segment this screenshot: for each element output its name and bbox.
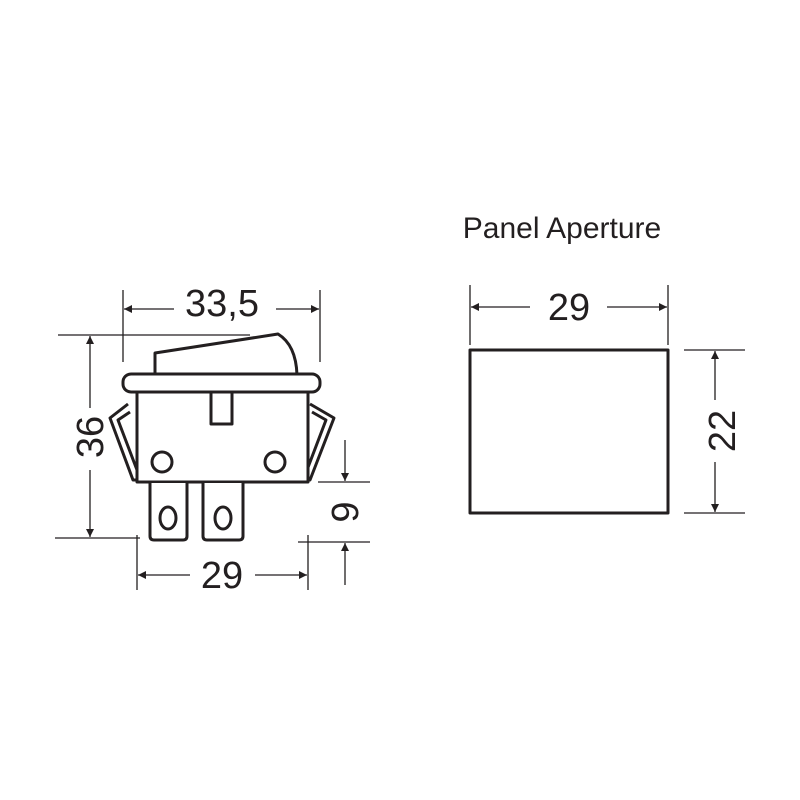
right-clip	[305, 402, 336, 482]
dimension-height-36: 36	[55, 334, 250, 539]
left-clip	[108, 402, 139, 482]
height-label: 36	[70, 416, 112, 458]
rocker-switch	[108, 332, 336, 542]
terminal-right-hole	[213, 505, 233, 531]
rivet-left	[150, 450, 174, 474]
body-width-label: 29	[201, 555, 243, 597]
dimension-body-width-29: 29	[136, 535, 309, 597]
dimension-terminal-9: 9	[298, 440, 370, 585]
body-slot	[209, 390, 234, 426]
panel-aperture: Panel Aperture 29 22	[463, 212, 745, 515]
aperture-rectangle	[468, 348, 670, 515]
switch-flange	[121, 372, 322, 394]
aperture-height-label: 22	[702, 410, 744, 452]
terminal-length-label: 9	[325, 501, 367, 522]
terminal-left-hole	[158, 505, 178, 531]
width-label: 33,5	[185, 283, 259, 325]
dimension-width-33-5: 33,5	[122, 283, 321, 362]
rivet-right	[263, 450, 287, 474]
rocker-actuator	[153, 332, 299, 376]
panel-aperture-title: Panel Aperture	[463, 212, 661, 245]
aperture-width-label: 29	[548, 287, 590, 329]
